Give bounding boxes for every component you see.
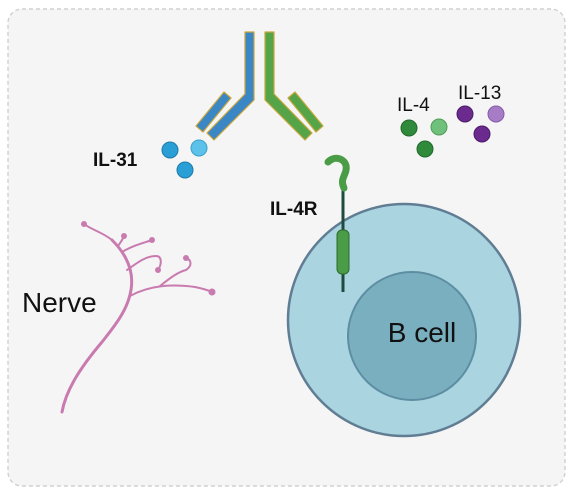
nerve-terminal <box>81 221 87 227</box>
nerve-terminal <box>121 233 127 239</box>
nerve-trunk <box>60 238 134 414</box>
il13-particle <box>456 105 474 123</box>
il13-particle <box>487 105 505 123</box>
il31-particle <box>176 161 194 179</box>
nerve-terminal <box>183 255 189 261</box>
il31-particle <box>161 141 179 159</box>
nerve-branch <box>129 284 213 297</box>
antibody-light-chain-right <box>287 91 324 133</box>
il4-particles <box>400 118 448 158</box>
nerve <box>60 221 216 414</box>
antibody-heavy-chain-left <box>206 31 255 141</box>
nerve-terminal <box>208 288 216 296</box>
il4r-label: IL-4R <box>270 199 318 220</box>
nerve-branch <box>121 239 153 253</box>
antibody-light-chain-left <box>195 91 232 133</box>
il13-particle <box>473 125 491 143</box>
il4r-binding-domain <box>324 154 350 192</box>
il31-label: IL-31 <box>93 150 138 171</box>
nerve-terminal <box>155 267 161 273</box>
b-cell-nucleus <box>347 271 477 401</box>
nerve-terminal <box>149 237 155 243</box>
il4-particle <box>430 118 448 136</box>
antibody <box>195 31 324 141</box>
il4r-transmembrane-domain <box>336 229 350 275</box>
nerve-branch <box>126 255 162 271</box>
nerve-branch <box>159 257 192 287</box>
il4-receptor <box>324 154 350 292</box>
antibody-heavy-chain-right <box>264 31 313 141</box>
b-cell-label: B cell <box>388 317 456 348</box>
il13-particles <box>456 105 505 143</box>
il4-particle <box>416 140 434 158</box>
il4-label: IL-4 <box>397 95 430 116</box>
il4-particle <box>400 119 418 137</box>
il31-particles <box>161 139 208 179</box>
nerve-label: Nerve <box>22 287 97 318</box>
il31-particle <box>190 139 208 157</box>
il13-label: IL-13 <box>458 83 501 104</box>
